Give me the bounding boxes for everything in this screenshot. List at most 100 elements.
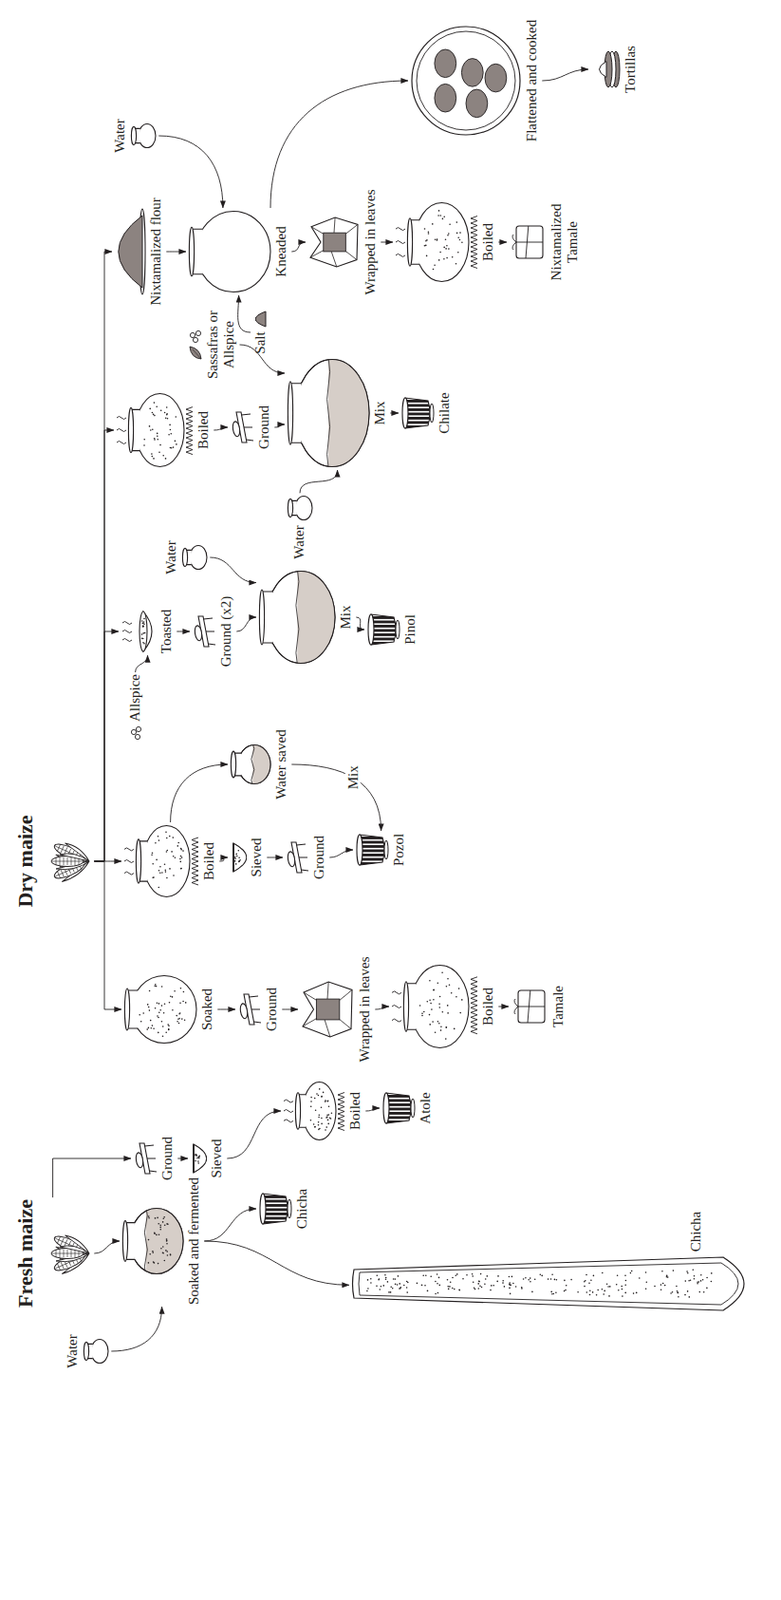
step-label: Sieved <box>248 837 265 877</box>
source-heading: Fresh maize <box>11 1196 94 1309</box>
flow-arrow <box>217 1008 236 1010</box>
process-step: Sassafras or Allspice <box>185 299 241 390</box>
water-jug-icon <box>181 543 208 571</box>
step-illustration <box>510 985 549 1026</box>
process-step: Soaked and fermented <box>119 1174 205 1306</box>
flow-arrow <box>53 1157 131 1197</box>
step-illustration <box>237 991 262 1026</box>
step-label: Ground (x2) <box>218 595 235 668</box>
step-label: Water <box>291 524 308 558</box>
process-step: Chicha <box>349 1208 763 1315</box>
tortilla-stack-icon <box>590 49 621 90</box>
flow-arrow <box>291 241 306 252</box>
flow-arrow <box>236 616 257 632</box>
soaking-pot-icon <box>123 973 198 1044</box>
step-illustration <box>255 310 267 328</box>
flow-arrow <box>111 1305 162 1351</box>
step-label: Pinol <box>402 613 419 645</box>
process-step: Soaked <box>121 971 218 1046</box>
step-label: Chicha <box>688 1210 705 1252</box>
process-step: Flattened and cooked <box>408 18 542 144</box>
process-step: Boiled <box>389 961 499 1051</box>
step-label: Salt <box>252 331 269 354</box>
process-step: Nixtamalized Tamale <box>506 192 584 292</box>
flow-arrow <box>380 241 393 243</box>
step-illustration <box>409 23 522 138</box>
flow-arrow <box>213 427 228 430</box>
trough-icon <box>351 1254 762 1312</box>
process-step: Wrapped in leaves <box>305 187 381 298</box>
boiling-pot-icon <box>123 823 200 898</box>
step-illustration <box>187 209 272 294</box>
process-step: Nixtamalized flour <box>111 195 167 308</box>
step-label: Ground <box>159 1135 176 1180</box>
flow-arrow <box>170 763 228 822</box>
step-illustration <box>381 1090 416 1125</box>
process-step: Sieved <box>187 1136 227 1180</box>
process-step: Tamale <box>508 983 569 1029</box>
process-step: Water <box>62 1331 112 1369</box>
step-label: Water saved <box>273 728 290 799</box>
step-label: Allspice <box>127 673 144 722</box>
flow-arrow <box>498 241 507 243</box>
step-illustration <box>189 1142 207 1173</box>
process-step: Boiled <box>280 1078 366 1143</box>
step-illustration <box>181 543 208 571</box>
flow-arrow <box>204 1240 350 1284</box>
boiling-pot-icon <box>390 963 479 1049</box>
step-illustration <box>115 391 194 468</box>
step-illustration <box>123 973 198 1044</box>
step-illustration <box>390 963 479 1049</box>
process-step: Salt <box>250 308 271 355</box>
process-step: Ground <box>130 1134 178 1182</box>
flow-arrow <box>177 1157 188 1159</box>
maize-icon <box>38 833 93 889</box>
process-step: Toasted <box>118 607 177 655</box>
step-illustration <box>121 1206 185 1275</box>
process-step: Boiled <box>113 390 214 470</box>
step-illustration <box>229 409 255 445</box>
edge-label: Mix <box>345 762 362 791</box>
step-label: Wrapped in leaves <box>356 956 373 1062</box>
water-jar-icon <box>229 743 272 785</box>
step-label: Wrapped in leaves <box>362 189 379 296</box>
step-label: Tamale <box>550 985 567 1027</box>
flour-heap-icon <box>113 207 147 296</box>
step-label: Boiled <box>347 1091 364 1130</box>
step-label: Boiled <box>480 223 497 261</box>
grinding-stone-icon <box>229 409 255 445</box>
flow-arrow <box>135 654 149 672</box>
step-illustration <box>130 122 157 149</box>
process-step: Water <box>284 492 316 560</box>
grinding-stone-icon <box>284 839 310 874</box>
step-illustration <box>286 357 371 468</box>
process-step: Wrapped in leaves <box>297 954 375 1064</box>
process-step: Pinol <box>364 610 421 649</box>
flow-arrow <box>291 763 381 831</box>
step-illustration <box>113 207 147 296</box>
step-illustration <box>366 612 401 647</box>
flow-arrow <box>226 1110 281 1158</box>
step-label: Water <box>111 118 129 152</box>
mixing-pot-icon <box>286 357 371 468</box>
flow-arrow <box>209 557 257 583</box>
drink-cup-icon <box>354 832 390 867</box>
step-illustration <box>229 841 247 873</box>
process-step: Boiled <box>121 821 220 900</box>
boiling-pot-icon <box>115 391 194 468</box>
leaf-wrap-icon <box>307 214 361 270</box>
step-label: Sieved <box>208 1138 225 1178</box>
step-illustration <box>351 1254 762 1312</box>
flow-arrow <box>299 469 338 493</box>
process-step: Kneaded <box>185 207 292 296</box>
step-illustration <box>123 823 200 898</box>
process-step: Ground <box>227 403 275 451</box>
step-label: Water <box>163 539 180 574</box>
process-step: Water saved <box>227 726 292 800</box>
process-step: Ground <box>282 833 330 881</box>
flow-arrow <box>204 1208 257 1241</box>
sieve-icon <box>189 1142 207 1173</box>
step-illustration <box>400 395 435 430</box>
flow-arrow <box>93 860 122 1009</box>
